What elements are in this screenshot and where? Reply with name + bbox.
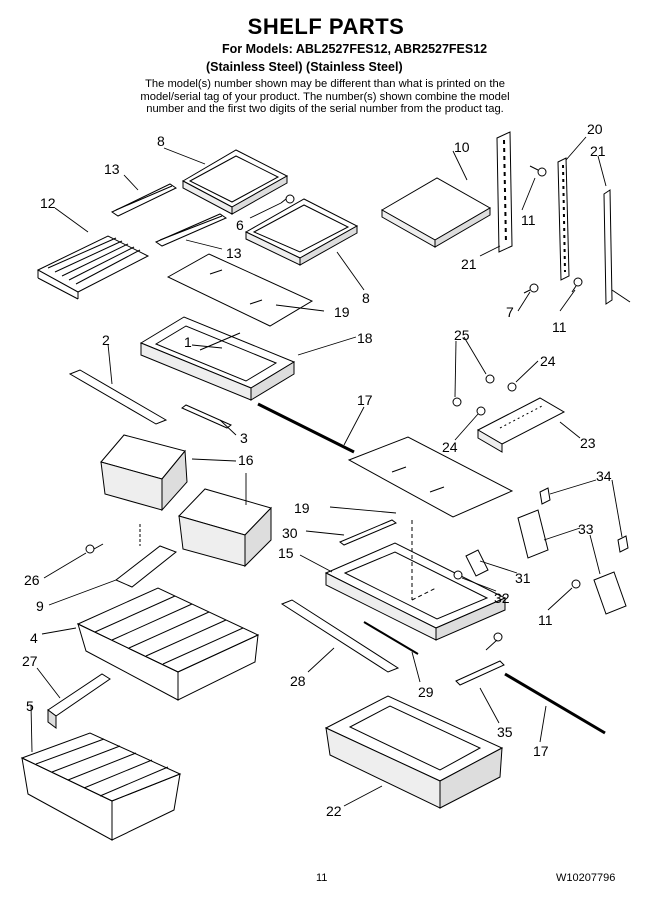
callout-18: 18: [357, 330, 373, 346]
callout-8: 8: [362, 290, 370, 306]
screw-11-lower-illustration: [493, 579, 581, 642]
screw-7-illustration: [523, 283, 539, 294]
glass-shelf-19-upper-illustration: [166, 253, 314, 327]
strip-13-upper-illustration: [110, 183, 178, 217]
screw-11-upper-illustration: [529, 165, 547, 177]
glass-shelf-19-lower-illustration: [347, 436, 514, 518]
callout-2: 2: [102, 332, 110, 348]
shelf-frame-18-illustration: [139, 316, 296, 401]
note-line: model/serial tag of your product. The nu…: [140, 90, 510, 103]
rail-20-illustration: [557, 157, 570, 281]
callout-24: 24: [540, 353, 556, 369]
drawer-16-left-illustration: [100, 434, 188, 512]
callout-8: 8: [157, 133, 165, 149]
trim-28-illustration: [280, 599, 400, 673]
shelf-frame-15-illustration: [324, 520, 507, 641]
callout-33: 33: [578, 521, 594, 537]
trim-2-illustration: [68, 369, 168, 425]
models-line: For Models: ABL2527FES12, ABR2527FES12: [222, 42, 488, 56]
rail-21-left-illustration: [496, 131, 513, 253]
callout-23: 23: [580, 435, 596, 451]
note-line: The model(s) number shown may be differe…: [145, 78, 505, 90]
bracket-33-left-illustration: [517, 509, 549, 559]
callout-15: 15: [278, 545, 294, 561]
bracket-33-right-illustration: [593, 571, 627, 615]
callout-6: 6: [236, 217, 244, 233]
callout-34: 34: [596, 468, 612, 484]
callout-35: 35: [497, 724, 513, 740]
callout-17: 17: [533, 743, 549, 759]
callout-19: 19: [294, 500, 310, 516]
callout-4: 4: [30, 630, 38, 646]
wire-rack-12-illustration: [36, 235, 150, 300]
callout-21: 21: [461, 256, 477, 272]
screw-25-illustration: [452, 374, 495, 407]
callout-21: 21: [590, 143, 606, 159]
bracket-9-illustration: [115, 524, 178, 588]
callout-28: 28: [290, 673, 306, 689]
callout-11: 11: [538, 612, 553, 628]
callout-27: 27: [22, 653, 38, 669]
screw-6-illustration: [280, 194, 295, 204]
bracket-35-illustration: [455, 660, 505, 686]
bracket-31-illustration: [465, 549, 489, 577]
callout-26: 26: [24, 572, 40, 588]
page-number: 11: [316, 872, 328, 884]
washer-24-illustration: [476, 382, 517, 416]
callout-29: 29: [418, 684, 434, 700]
callout-30: 30: [282, 525, 298, 541]
callout-5: 5: [26, 698, 34, 714]
rod-17-lower-illustration: [504, 672, 606, 735]
clip-34-lower-illustration: [617, 535, 629, 553]
trim-30-illustration: [339, 519, 397, 546]
callout-31: 31: [515, 570, 531, 586]
page-title: SHELF PARTS: [247, 14, 405, 39]
shelf-8-lower-illustration: [244, 198, 359, 266]
callout-11: 11: [521, 212, 536, 228]
document-number: W10207796: [556, 872, 616, 884]
clip-34-upper-illustration: [539, 487, 551, 505]
callout-12: 12: [40, 195, 56, 211]
callout-13: 13: [104, 161, 120, 177]
callout-22: 22: [326, 803, 342, 819]
leader-lines: [30, 136, 623, 807]
screw-26-illustration: [85, 543, 104, 554]
rod-17-upper-illustration: [257, 402, 355, 454]
callout-17: 17: [357, 392, 373, 408]
clip-3-illustration: [181, 404, 232, 429]
shelf-10-illustration: [380, 177, 492, 248]
callout-19: 19: [334, 304, 350, 320]
callout-13: 13: [226, 245, 242, 261]
callout-3: 3: [240, 430, 248, 446]
drawer-16-right-illustration: [178, 488, 272, 568]
callout-24: 24: [442, 439, 458, 455]
callout-16: 16: [238, 452, 254, 468]
part-29-illustration: [363, 621, 419, 655]
callout-labels: 8 13 12 6 13 8 19 1 18 2 3 17 16 19 30 1…: [22, 121, 612, 819]
screw-11-mid-illustration: [571, 277, 583, 293]
callout-32: 32: [494, 590, 510, 606]
washer-32-illustration: [453, 570, 463, 580]
model-note: The model(s) number shown may be differe…: [130, 78, 520, 116]
callout-10: 10: [454, 139, 470, 155]
wire-basket-4-illustration: [76, 587, 260, 701]
callout-25: 25: [454, 327, 470, 343]
callout-1: 1: [184, 334, 192, 350]
rail-21-right-illustration: [603, 189, 631, 305]
shelf-8-top-illustration: [181, 149, 289, 215]
callout-9: 9: [36, 598, 44, 614]
strip-13-lower-illustration: [154, 213, 228, 247]
callout-7: 7: [506, 304, 514, 320]
wire-basket-5-illustration: [20, 732, 182, 841]
drawer-22-illustration: [324, 695, 504, 809]
note-line: number and the first two digits of the s…: [146, 103, 504, 115]
callout-11: 11: [552, 319, 567, 335]
bin-23-illustration: [476, 397, 566, 453]
callout-20: 20: [587, 121, 603, 137]
divider-27-illustration: [47, 673, 111, 729]
materials-line: (Stainless Steel) (Stainless Steel): [206, 60, 403, 74]
